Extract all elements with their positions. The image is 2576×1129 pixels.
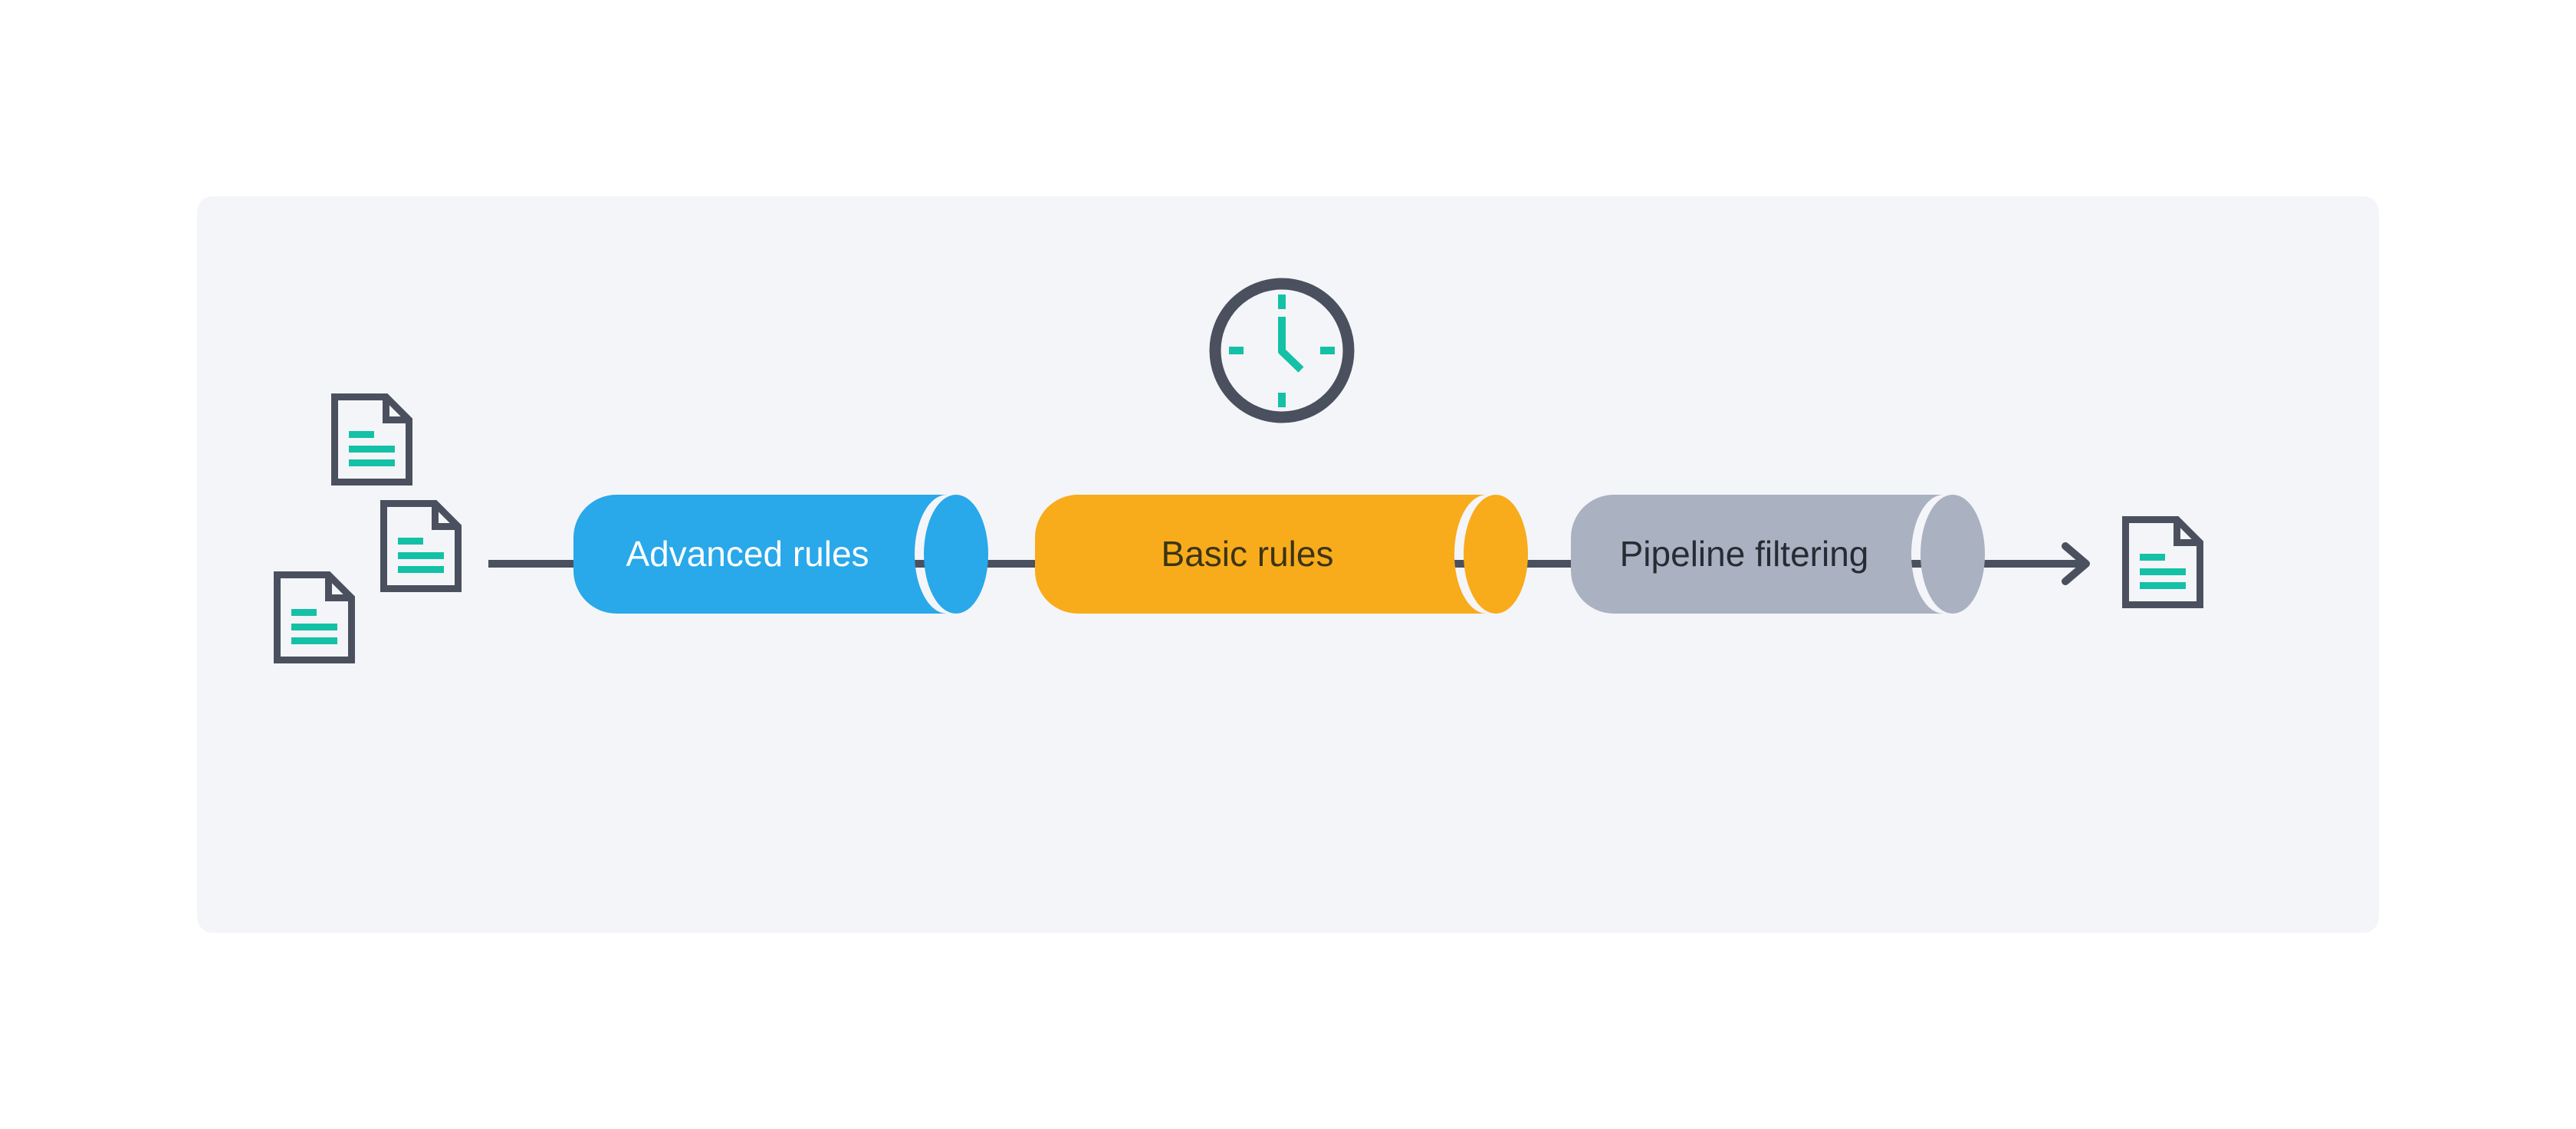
doc-text-line (349, 431, 374, 438)
stage-cap (1464, 495, 1528, 614)
doc-text-line (291, 637, 337, 644)
document-outline (2122, 516, 2203, 608)
document-fold (383, 397, 409, 423)
clock-tick-12 (1278, 295, 1286, 309)
clock-face (1209, 278, 1355, 423)
document-icon (274, 571, 355, 663)
stage-body (1571, 495, 1944, 614)
stage-label: Basic rules (1162, 534, 1334, 574)
doc-text-line (349, 446, 395, 453)
stage-label: Advanced rules (626, 534, 869, 574)
clock-hour-hand (1278, 347, 1304, 373)
document-outline (380, 500, 462, 592)
stage-advanced-rules: Advanced rules (573, 495, 988, 614)
doc-text-line (349, 459, 395, 466)
clock-tick-3 (1320, 347, 1335, 354)
document-icon (331, 393, 412, 486)
doc-text-line (291, 609, 317, 616)
document-fold (2174, 519, 2200, 546)
doc-text-line (398, 552, 444, 559)
document-fold (432, 503, 458, 530)
stage-cap (1921, 495, 1985, 614)
doc-text-line (398, 538, 423, 545)
clock-minute-hand (1278, 317, 1286, 353)
document-outline (274, 571, 355, 663)
doc-text-line (2140, 554, 2165, 561)
output-document (2122, 516, 2203, 608)
clock-tick-6 (1278, 393, 1286, 407)
document-outline (331, 393, 412, 486)
arrow-right-icon (2062, 542, 2090, 585)
document-fold (325, 574, 352, 601)
clock-icon (1209, 278, 1355, 423)
input-documents (274, 393, 462, 663)
stage-basic-rules: Basic rules (1035, 495, 1528, 614)
clock-tick-9 (1229, 347, 1244, 354)
stage-body (1035, 495, 1487, 614)
stage-label: Pipeline filtering (1620, 534, 1869, 574)
stage-pipeline-filtering: Pipeline filtering (1571, 495, 1985, 614)
stage-body (573, 495, 947, 614)
doc-text-line (2140, 582, 2186, 589)
doc-text-line (398, 566, 444, 573)
document-icon (380, 500, 462, 592)
document-icon (2122, 516, 2203, 608)
doc-text-line (2140, 568, 2186, 575)
doc-text-line (291, 624, 337, 630)
stage-cap (924, 495, 988, 614)
